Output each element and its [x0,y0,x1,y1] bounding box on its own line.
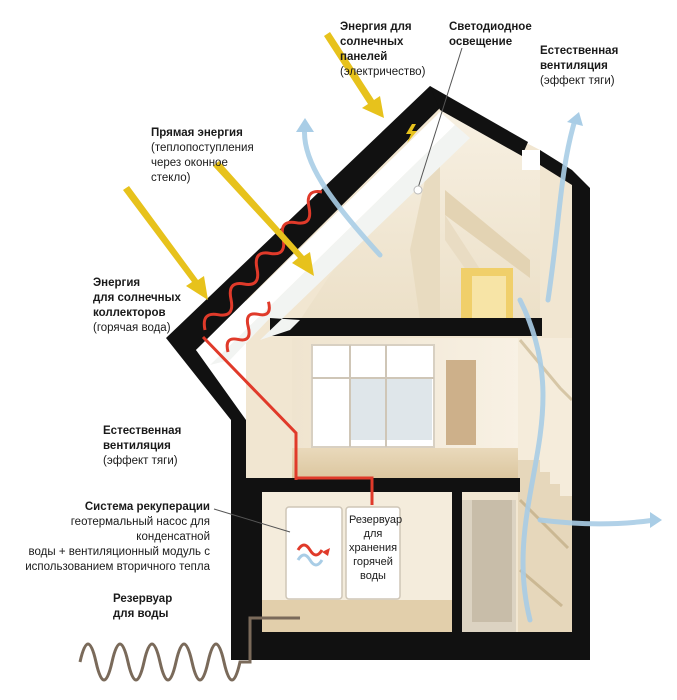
collectors-title-1: Энергия [93,277,141,289]
hot-water-pipe [201,335,374,505]
ground-slab [231,632,590,660]
roof-right-slab [430,86,528,156]
roof-skylight [196,112,455,365]
solar-panel-bolt-icon [406,124,417,143]
led-lamp [413,185,423,195]
hot-tank-line-5: воды [360,570,386,582]
led-line-1: Светодиодное [449,21,532,33]
label-led-lighting: Светодиодное освещение [449,20,532,50]
led-leader-line [417,47,463,189]
label-recuperation: Система рекуперации геотермальный насос … [7,500,210,575]
ground-room-wall [246,478,262,638]
label-solar-collectors: Энергия для солнечных коллекторов (горяч… [93,276,181,336]
sun-arrow [324,32,384,118]
recuperation-title: Система рекуперации [84,501,210,513]
direct-energy-sub-3: стекло) [151,172,191,184]
vent-mid-title-1: Естественная [103,425,182,437]
solar-panels-title-3: панелей [340,51,388,63]
vent-top-sub: (эффект тяги) [540,75,615,87]
window-glass [350,378,432,440]
geothermal-coil [78,616,300,682]
label-hot-water-tank: Резервуар для хранения горячей воды [349,513,403,583]
solar-collector-coil [202,190,323,353]
recuperation-leader-line [213,508,291,533]
direct-energy-sub-2: через оконное [151,157,228,169]
vent-top-title-1: Естественная [540,45,619,57]
right-opening [522,150,540,170]
sun-arrow [123,186,208,300]
recuperation-sub-3: использованием вторичного тепла [25,561,210,573]
hot-water-tank [345,506,401,600]
water-tank-title-1: Резервуар [113,593,173,605]
direct-energy-sub-1: (теплопоступления [151,142,254,154]
chimney-right [540,150,590,660]
attic-floor-slab [270,318,542,336]
staircase [518,338,574,648]
middle-floor [292,448,520,478]
collectors-title-3: коллекторов [93,307,166,319]
water-tank-title-2: для воды [113,608,169,620]
solar-panels-title-1: Энергия для [340,21,412,33]
label-natural-ventilation-top: Естественная вентиляция (эффект тяги) [540,44,618,89]
stair-divider [452,492,462,632]
recuperation-sub-2: воды + вентиляционный модуль с [28,546,210,558]
led-line-2: освещение [449,36,513,48]
airflow [301,117,658,623]
label-natural-ventilation-mid: Естественная вентиляция (эффект тяги) [103,424,181,469]
vent-mid-title-2: вентиляция [103,440,171,452]
hot-tank-line-4: горячей [353,556,393,568]
sun-arrows [123,32,384,300]
label-solar-panels: Энергия для солнечных панелей (электриче… [340,20,425,80]
label-direct-energy: Прямая энергия (теплопоступления через о… [151,126,254,186]
left-wall [231,420,246,660]
hot-tank-line-3: хранения [349,542,398,554]
hot-tank-line-2: для [363,528,383,540]
collectors-sub: (горячая вода) [93,322,171,334]
attic-beam [445,190,530,278]
solar-panels-title-2: солнечных [340,36,404,48]
direct-energy-title: Прямая энергия [151,127,243,139]
hot-tank-line-1: Резервуар [349,514,403,526]
storage-door [472,500,512,622]
vent-mid-sub: (эффект тяги) [103,455,178,467]
sun-arrow [213,161,314,276]
roof-glass [210,125,470,365]
roof-left-slab [166,86,448,420]
collectors-title-2: для солнечных [93,292,181,304]
vent-top-title-2: вентиляция [540,60,608,72]
recuperation-sub-1: геотермальный насос для конденсатной [70,516,210,543]
ground-floor [262,600,452,632]
solar-panels-sub: (электричество) [340,66,426,78]
recuperation-unit [285,506,343,600]
middle-door [446,360,476,445]
attic-door-inner [472,276,506,320]
label-water-tank: Резервуар для воды [113,592,172,622]
middle-floor-slab [262,478,520,492]
airflow-arrowheads [296,112,662,528]
